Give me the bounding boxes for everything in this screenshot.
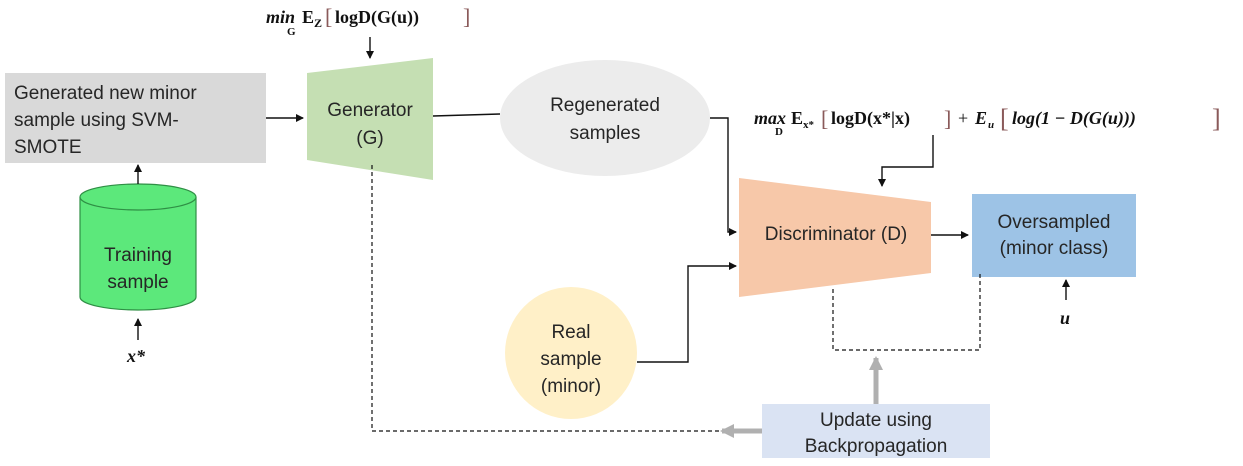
oversampled-label-1: Oversampled <box>998 212 1111 233</box>
discriminator-block: Discriminator (D) <box>739 178 931 297</box>
generated-sample-box: Generated new minor sample using SVM- SM… <box>5 73 266 163</box>
disc-bracket-1-close: ] <box>944 106 951 131</box>
training-sample-cylinder: Training sample <box>79 183 197 311</box>
update-box: Update using Backpropagation <box>762 404 990 458</box>
update-label-1: Update using <box>820 410 932 431</box>
generator-label-2: (G) <box>356 128 383 149</box>
generator-objective: min G E Z [ logD(G(u)) ] <box>266 4 470 38</box>
oversampled-box: Oversampled (minor class) <box>972 194 1136 277</box>
line-generator-to-regenerated <box>432 113 501 117</box>
disc-op: max <box>754 108 786 128</box>
regenerated-label-1: Regenerated <box>550 95 660 116</box>
generated-sample-line-1: Generated new minor <box>14 83 197 104</box>
regenerated-samples-ellipse: Regenerated samples <box>500 60 710 176</box>
gen-bracket-open: [ <box>325 4 332 29</box>
arrow-objective-to-discriminator <box>878 135 934 187</box>
real-sample-label-2: sample <box>540 349 601 370</box>
real-sample-label-1: Real <box>551 322 590 343</box>
generated-sample-line-2: sample using SVM- <box>14 110 179 131</box>
disc-term-1: logD(x*|x) <box>831 108 910 129</box>
regenerated-label-2: samples <box>570 123 641 144</box>
disc-expect-2-sub: u <box>988 119 994 131</box>
arrow-regenerated-to-discriminator <box>710 117 737 236</box>
disc-term-2: log(1 − D(G(u))) <box>1012 108 1136 129</box>
x-star-label: x* <box>126 346 146 366</box>
discriminator-label: Discriminator (D) <box>765 224 908 245</box>
u-label: u <box>1060 308 1070 328</box>
oversampled-label-2: (minor class) <box>1000 238 1109 259</box>
real-sample-circle: Real sample (minor) <box>505 287 637 419</box>
disc-bracket-2-close: ] <box>1212 104 1221 133</box>
disc-bracket-1-open: [ <box>821 106 828 131</box>
gen-expect: E <box>302 7 314 27</box>
update-label-2: Backpropagation <box>805 436 948 457</box>
disc-plus: + <box>958 108 968 128</box>
real-sample-label-3: (minor) <box>541 376 601 397</box>
gen-body: logD(G(u)) <box>335 7 419 28</box>
gen-op-sub: G <box>287 26 296 38</box>
disc-bracket-2-open: [ <box>1000 104 1009 133</box>
gen-expect-sub: Z <box>314 16 322 30</box>
training-sample-line-2: sample <box>107 272 168 293</box>
training-sample-line-1: Training <box>104 245 172 266</box>
disc-expect-1-sub: x* <box>803 119 815 131</box>
disc-expect-2: E <box>974 108 987 128</box>
discriminator-objective: max D E x* [ logD(x*|x) ] + E u [ log(1 … <box>754 104 1221 138</box>
disc-op-sub: D <box>775 126 783 138</box>
dashed-generator-feedback <box>371 165 722 432</box>
gen-bracket-close: ] <box>463 4 470 29</box>
arrow-real-to-discriminator <box>637 262 737 363</box>
gen-op: min <box>266 7 295 27</box>
dashed-discriminator-feedback <box>832 272 981 351</box>
generated-sample-line-3: SMOTE <box>14 137 82 158</box>
disc-expect-1: E <box>791 108 803 128</box>
generator-label-1: Generator <box>327 100 413 121</box>
generator-block: Generator (G) <box>307 58 433 180</box>
